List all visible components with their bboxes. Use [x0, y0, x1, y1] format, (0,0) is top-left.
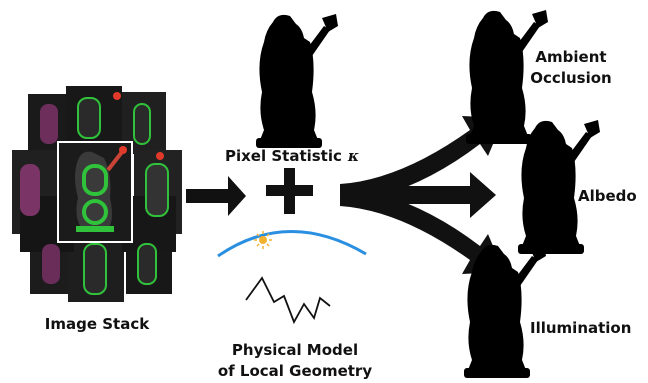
image-stack: Image Stack [12, 86, 182, 333]
ambient-occlusion-label-line1: Ambient [535, 48, 606, 66]
illumination-statue: [data-name="illumination-statue"] .body … [464, 244, 546, 378]
image-stack-label: Image Stack [45, 315, 150, 333]
physical-model-label-line1: Physical Model [232, 341, 358, 359]
output-arrows [340, 116, 504, 274]
pixel-statistic-statue: [data-name="pixel-statistic-statue"] .bo… [256, 14, 338, 148]
physical-model-label-line2: of Local Geometry [218, 362, 372, 380]
albedo-label: Albedo [578, 187, 637, 205]
illumination-label: Illumination [530, 319, 631, 337]
ambient-occlusion-label-line2: Occlusion [530, 69, 611, 87]
stack-front-photo [57, 141, 133, 243]
sun-icon [254, 231, 272, 249]
stack-photo [12, 86, 182, 302]
sky-arc [217, 230, 367, 258]
input-arrow [186, 176, 246, 216]
plus-icon [266, 168, 313, 214]
geometry-profile-icon [245, 276, 331, 325]
